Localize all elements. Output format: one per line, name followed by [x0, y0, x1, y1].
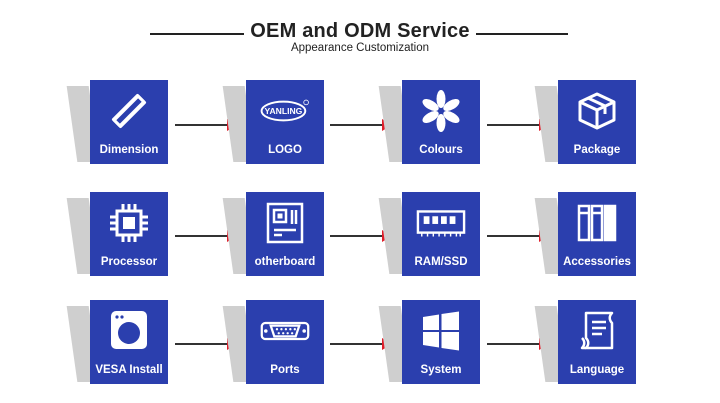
box-icon [572, 88, 622, 134]
arrow [330, 338, 392, 350]
arrow [487, 338, 549, 350]
header: OEM and ODM Service Appearance Customiza… [0, 0, 720, 62]
tile-label: VESA Install [95, 364, 163, 376]
tile-motherboard: otherboard [222, 192, 324, 276]
page-title: OEM and ODM Service [244, 20, 476, 42]
arrow [487, 230, 549, 242]
tile-label: Processor [100, 256, 158, 268]
motherboard-icon [260, 200, 310, 246]
tile-accessories: Accessories [534, 192, 636, 276]
tile-label: RAM/SSD [414, 256, 468, 268]
ruler-pencil-icon [104, 88, 154, 134]
tile-label: Accessories [563, 256, 631, 268]
vga-port-icon [260, 308, 310, 354]
battery-cells-icon [572, 200, 622, 246]
title-line-left [150, 33, 260, 35]
arrow [175, 230, 237, 242]
tile-language: Language [534, 300, 636, 384]
tile-ports: Ports [222, 300, 324, 384]
vesa-mount-icon [104, 308, 154, 354]
tile-system: System [378, 300, 480, 384]
tile-label: Colours [419, 144, 463, 156]
title-line-right [458, 33, 568, 35]
tile-dimension: Dimension [66, 80, 168, 164]
ram-module-icon [416, 200, 466, 246]
tile-label: Package [573, 144, 621, 156]
windows-logo-icon [416, 308, 466, 354]
yanling-logo-icon: YANLING [260, 88, 310, 134]
flower-icon [416, 88, 466, 134]
arrow [330, 230, 392, 242]
tile-label: Language [569, 364, 625, 376]
tile-label: otherboard [254, 256, 316, 268]
arrow [175, 119, 237, 131]
tile-processor: Processor [66, 192, 168, 276]
tile-logo: YANLING LOGO [222, 80, 324, 164]
cpu-chip-icon [104, 200, 154, 246]
scroll-document-icon [572, 308, 622, 354]
page-subtitle: Appearance Customization [290, 42, 430, 54]
tile-label: LOGO [268, 144, 302, 156]
arrow [175, 338, 237, 350]
tile-ram-ssd: RAM/SSD [378, 192, 480, 276]
tile-label: Dimension [99, 144, 159, 156]
arrow [330, 119, 392, 131]
tile-colours: Colours [378, 80, 480, 164]
tile-package: Package [534, 80, 636, 164]
svg-text:YANLING: YANLING [265, 106, 303, 116]
tile-label: Ports [270, 364, 300, 376]
tile-vesa-install: VESA Install [66, 300, 168, 384]
arrow [487, 119, 549, 131]
tile-label: System [420, 364, 462, 376]
